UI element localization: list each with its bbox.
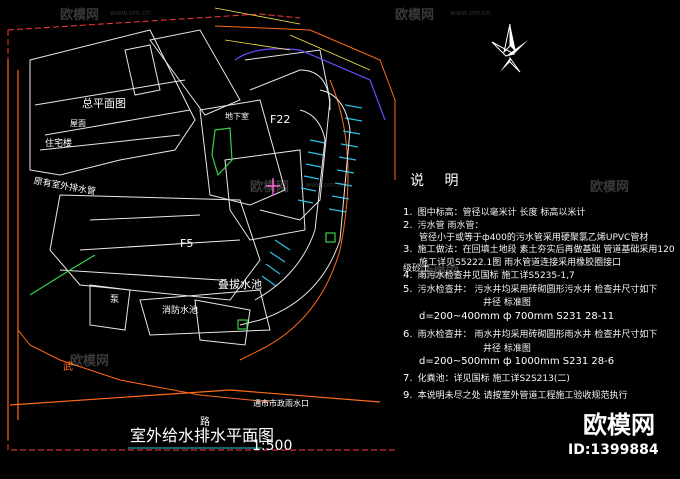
note-text: d=200~400mm ф 700mm S231 28-11 — [419, 311, 615, 322]
note-item: 井径 标准图 — [483, 336, 531, 355]
note-no: 9. — [403, 390, 413, 401]
outlet-label: 通市市政雨水口 — [253, 399, 309, 408]
drain-pipe-south — [9, 389, 381, 406]
watermark-url: www.om.cn — [110, 9, 151, 17]
note-item: 6. 雨水检查井： 雨水井均采用砖砌圆形雨水井 检查井尺寸如下 — [403, 322, 657, 341]
watermark-brand: 欧模网 — [60, 8, 100, 23]
note-item: 3. 施工做法：在回填土地段 素土夯实后再做基础 管道基础采用120级砂土 — [403, 237, 675, 275]
note-item: 井径 标准图 — [483, 290, 531, 309]
fire-pool-label: 消防水池 — [162, 306, 199, 316]
roof-label: 屋面 — [70, 119, 86, 128]
watermark-brand: 欧模网 — [395, 8, 435, 23]
watermark-url: www.om.cn — [475, 267, 516, 275]
note-text: 井径 标准图 — [483, 344, 531, 354]
note-item: 2. 污水管 雨水管： — [403, 213, 484, 232]
note-item: 9. 本说明未尽之处 请按室外管道工程施工验收规范执行 — [403, 383, 628, 402]
note-text: 施工做法：在回填土地段 素土夯实后再做基础 管道基础采用120级砂土 — [403, 245, 675, 274]
magenta-marker — [266, 178, 280, 196]
brand-id: ID:1399884 — [568, 442, 659, 458]
watermark-url: www.om.cn — [450, 9, 491, 17]
note-item: 7. 化粪池：详见国标 施工详S2S213(二) — [403, 366, 570, 385]
note-no: 5. — [403, 284, 413, 295]
building-f22-label: F22 — [270, 113, 291, 126]
note-item: d=200~400mm ф 700mm S231 28-11 — [419, 304, 614, 323]
note-no: 2. — [403, 220, 413, 231]
note-text: 图中标高：管径以毫米计 长度 标高以米计 — [417, 208, 586, 218]
residence-label: 住宅楼 — [45, 139, 73, 149]
dimension-lines — [214, 7, 371, 71]
drain-pipe-arc — [239, 79, 349, 361]
building-f5-label: F5 — [180, 237, 194, 250]
drain-pipe-north — [214, 25, 396, 180]
note-text: 污水管 雨水管： — [417, 221, 484, 231]
note-text: 雨水检查井： 雨水井均采用砖砌圆形雨水井 检查井尺寸如下 — [417, 330, 658, 340]
green-valve-2 — [237, 319, 248, 330]
note-text: 井径 标准图 — [483, 298, 531, 308]
watermark-url: www.om.cn — [305, 181, 346, 189]
brand-logo: 欧模网 — [583, 411, 655, 439]
building-outlines — [29, 29, 331, 346]
note-text: d=200~500mm ф 1000mm S231 28-6 — [419, 356, 615, 367]
drawing-title: 室外给水排水平面图 — [130, 426, 275, 445]
note-text: 管径小于或等于ф400的污水管采用硬聚氯乙烯UPVC管材 — [419, 233, 649, 243]
green-pipe — [29, 254, 96, 296]
ramp-curve — [239, 89, 351, 326]
notes-heading: 说 明 — [410, 173, 467, 189]
watermark-brand: 欧模网 — [590, 180, 630, 195]
note-item: 管径小于或等于ф400的污水管采用硬聚氯乙烯UPVC管材 — [419, 225, 648, 244]
pump-label: 泵 — [110, 295, 120, 305]
watermark-brand: 欧模网 — [250, 180, 290, 195]
watermark-brand: 欧模网 — [70, 354, 110, 369]
drain-pipe-diagonal — [17, 329, 271, 403]
site-line-purple — [234, 48, 386, 121]
note-item: 施工详见S5222.1图 雨水管道连接采用橡胶圈接口 — [419, 250, 621, 269]
lot-boundary — [7, 13, 395, 451]
note-no: 1. — [403, 207, 413, 218]
note-text: 污水检查井： 污水井均采用砖砌圆形污水井 检查井尺寸如下 — [417, 285, 658, 295]
note-no: 3. — [403, 244, 413, 255]
watermark-brand: 欧模网 — [420, 266, 460, 281]
note-item: 5. 污水检查井： 污水井均采用砖砌圆形污水井 检查井尺寸如下 — [403, 277, 657, 296]
green-valve-1 — [325, 232, 336, 243]
sunken-court-label: 叠拔水池 — [218, 278, 262, 291]
note-no: 6. — [403, 329, 413, 340]
note-item: 4. 雨污水检查井见国标 施工详S5235-1,7 — [403, 263, 575, 282]
note-text: 本说明未尽之处 请按室外管道工程施工验收规范执行 — [417, 391, 628, 401]
wu-label: 武 — [63, 362, 73, 373]
drain-pipe-west — [7, 60, 19, 440]
road-south-label: 路 — [200, 417, 210, 428]
note-no: 7. — [403, 373, 413, 384]
note-text: 雨污水检查井见国标 施工详S5235-1,7 — [417, 271, 575, 281]
green-pool — [211, 127, 233, 177]
drawing-scale: 1:500 — [252, 438, 293, 454]
note-text: 化粪池：详见国标 施工详S2S213(二) — [417, 374, 570, 384]
note-text: 施工详见S5222.1图 雨水管道连接采用橡胶圈接口 — [419, 258, 622, 268]
note-item: d=200~500mm ф 1000mm S231 28-6 — [419, 349, 614, 368]
ramp-curve-inner — [254, 109, 326, 301]
plan-label: 总平面图 — [82, 97, 126, 110]
note-no: 4. — [403, 270, 413, 281]
basement-label: 地下室 — [225, 112, 249, 121]
note-item: 1. 图中标高：管径以毫米计 长度 标高以米计 — [403, 200, 585, 219]
north-arrow — [491, 23, 528, 73]
